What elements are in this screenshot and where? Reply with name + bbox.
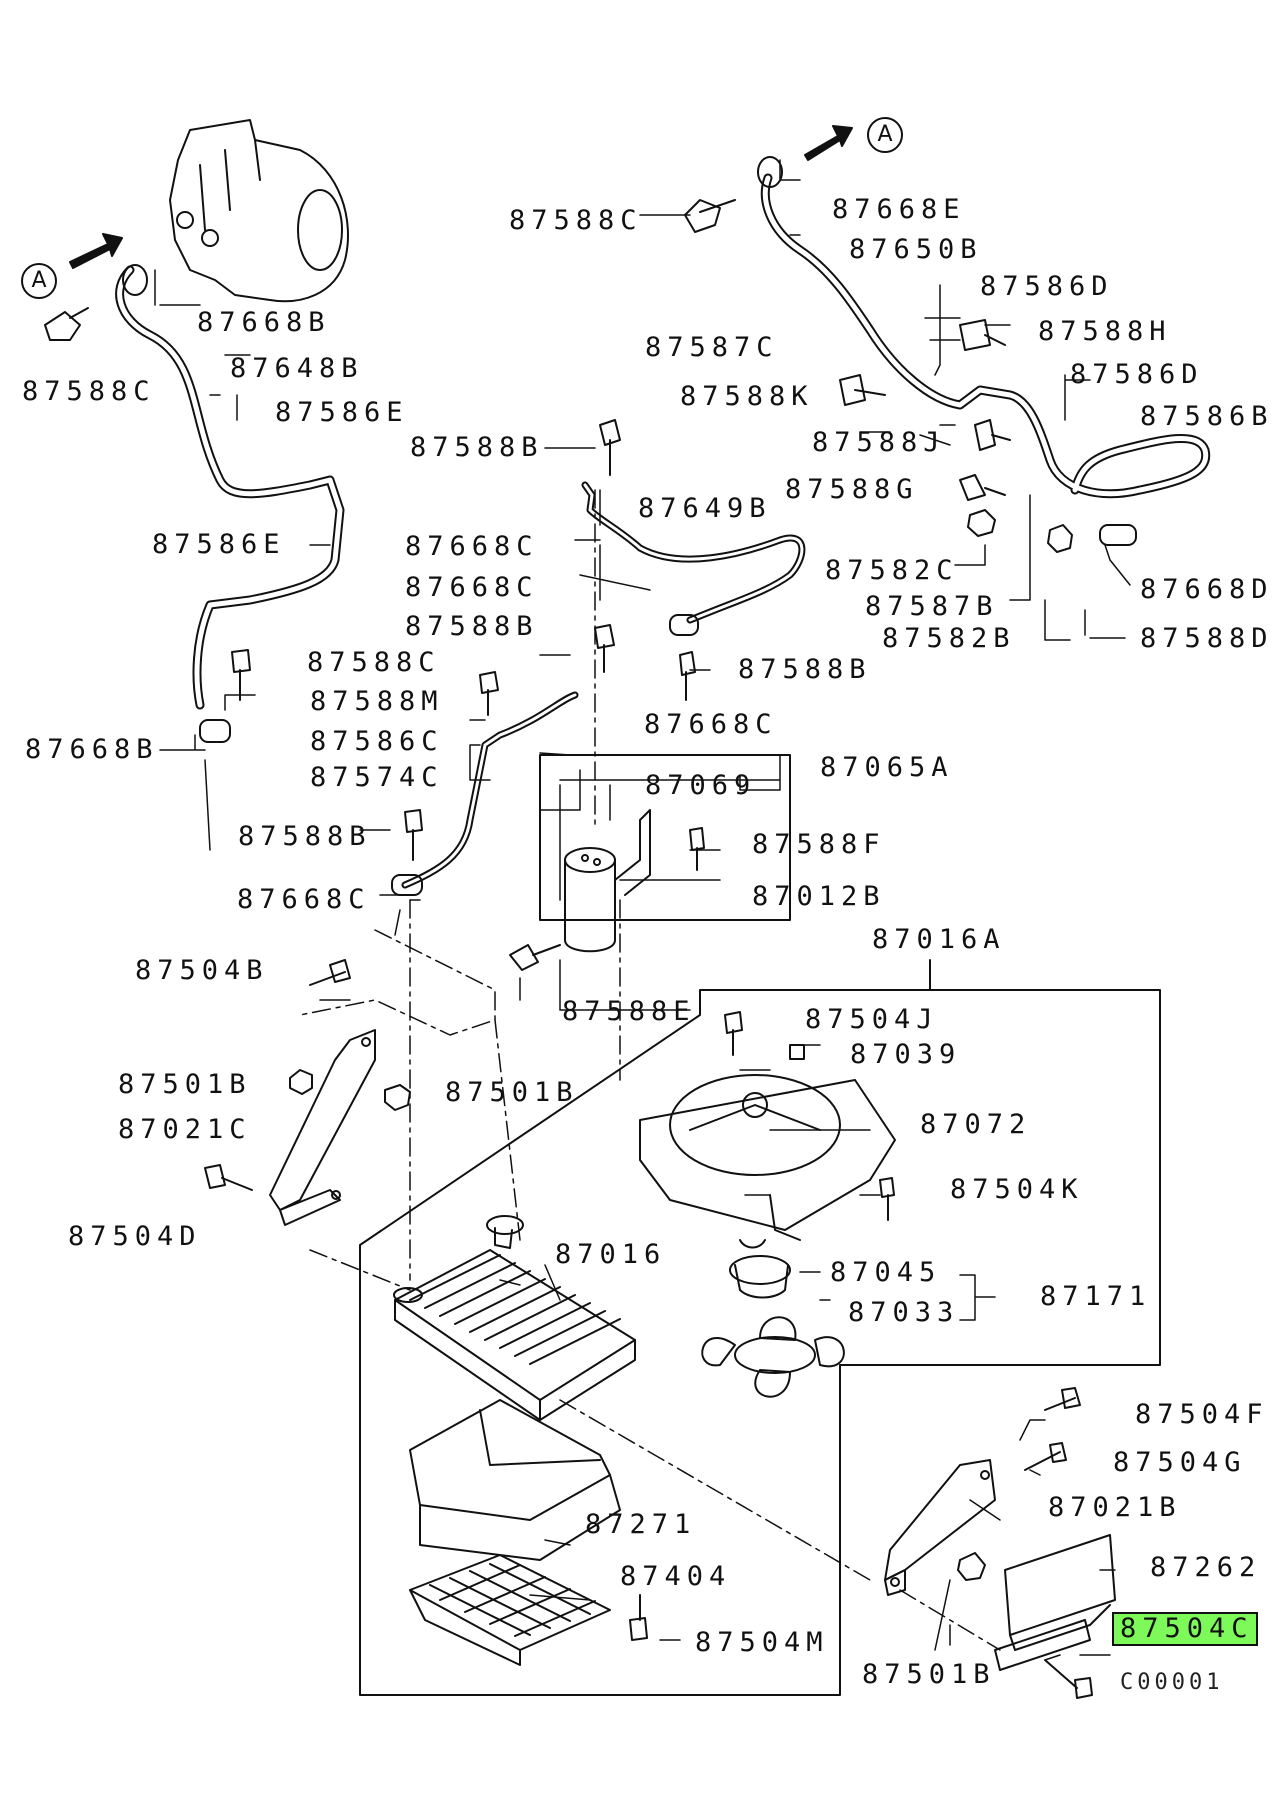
kit-87016A-box [359,959,1161,1696]
part-label[interactable]: 87586D [980,271,1114,302]
part-label[interactable]: 87588J [812,427,946,458]
part-label[interactable]: 87668E [832,194,966,225]
part-label[interactable]: 87045 [830,1257,942,1288]
guard-87404 [409,1554,611,1666]
part-label[interactable]: 87065A [820,752,954,783]
part-label[interactable]: 87588G [785,474,919,505]
centerlines [299,489,1001,1651]
fan-blade-87033 [701,1316,845,1398]
part-label[interactable]: 87582C [825,555,959,586]
part-label[interactable]: 87587B [865,591,999,622]
part-label[interactable]: 87588E [562,996,696,1027]
part-label[interactable]: 87668B [25,734,159,765]
part-label[interactable]: 87586C [310,726,444,757]
part-label[interactable]: 87588F [752,829,886,860]
hose-87650B [757,156,1211,546]
shroud-87271 [409,1399,621,1561]
condenser-fan-shroud [639,1074,896,1241]
drawing-code: C00001 [1120,1670,1224,1695]
part-label[interactable]: 87586E [152,529,286,560]
part-label[interactable]: 87668C [237,884,371,915]
part-label[interactable]: 87016 [555,1239,667,1270]
pipe-87574C [391,691,579,896]
arrow-a-left [69,233,123,269]
part-label[interactable]: 87012B [752,881,886,912]
part-label[interactable]: 87668B [197,307,331,338]
part-label[interactable]: 87588C [307,647,441,678]
bolts [44,199,1093,1699]
bracket-87021B [884,1459,996,1596]
part-label[interactable]: 87668D [1140,574,1274,605]
part-label[interactable]: 87504B [135,955,269,986]
part-label[interactable]: 87504G [1113,1447,1247,1478]
bracket-87065A-box [539,754,791,921]
part-label[interactable]: 87649B [638,493,772,524]
part-label[interactable]: 87648B [230,353,364,384]
leader-lines [154,159,1131,1661]
part-label[interactable]: 87588B [405,611,539,642]
part-label[interactable]: 87504J [805,1004,939,1035]
part-label[interactable]: 87504D [68,1221,202,1252]
arrow-a-right [804,125,853,161]
part-label[interactable]: 87588C [22,376,156,407]
part-label[interactable]: 87504F [1135,1399,1269,1430]
nuts [289,509,1073,1581]
part-label[interactable]: 87033 [848,1297,960,1328]
part-label[interactable]: 87039 [850,1039,962,1070]
part-label[interactable]: 87586E [275,397,409,428]
part-label[interactable]: 87262 [1150,1552,1262,1583]
part-label[interactable]: 87069 [645,770,757,801]
part-label[interactable]: 87504K [950,1174,1084,1205]
part-label[interactable]: 87404 [620,1561,732,1592]
compressor-outline [169,119,349,303]
part-label[interactable]: 87650B [849,234,983,265]
part-label[interactable]: 87588D [1140,623,1274,654]
part-label[interactable]: 87587C [645,332,779,363]
receiver-dryer [564,809,651,953]
part-label[interactable]: 87588H [1038,316,1172,347]
part-label[interactable]: 87171 [1040,1281,1152,1312]
part-label[interactable]: 87668C [644,709,778,740]
bracket-87021C [269,1029,376,1226]
part-label[interactable]: 87586B [1140,401,1274,432]
part-label[interactable]: 87504M [695,1627,829,1658]
part-label[interactable]: 87588K [680,381,814,412]
part-label[interactable]: 87588C [509,205,643,236]
part-label[interactable]: 87588B [410,432,544,463]
part-label[interactable]: 87586D [1070,359,1204,390]
hose-87648B [115,264,345,743]
part-label[interactable]: 87582B [882,623,1016,654]
part-label[interactable]: 87021C [118,1114,252,1145]
part-label[interactable]: 87271 [585,1509,697,1540]
part-label[interactable]: 87588B [738,654,872,685]
ref-marker-a-right: A [867,117,903,153]
part-label[interactable]: 87668C [405,531,539,562]
part-label[interactable]: 87588B [238,821,372,852]
condenser-87016 [393,1215,636,1421]
part-label[interactable]: 87021B [1048,1492,1182,1523]
part-label[interactable]: 87501B [445,1077,579,1108]
motor-87045 [729,1239,791,1299]
part-label[interactable]: 87016A [872,924,1006,955]
part-label[interactable]: 87668C [405,572,539,603]
part-label[interactable]: 87072 [920,1109,1032,1140]
part-label[interactable]: 87588M [310,686,444,717]
part-label-highlighted[interactable]: 87504C [1112,1612,1258,1646]
part-label[interactable]: 87501B [862,1659,996,1690]
pipe-87649B [581,481,806,636]
part-label[interactable]: 87501B [118,1069,252,1100]
part-label[interactable]: 87574C [310,762,444,793]
bracket-87262 [994,1534,1116,1671]
ref-marker-a-left: A [21,263,57,299]
